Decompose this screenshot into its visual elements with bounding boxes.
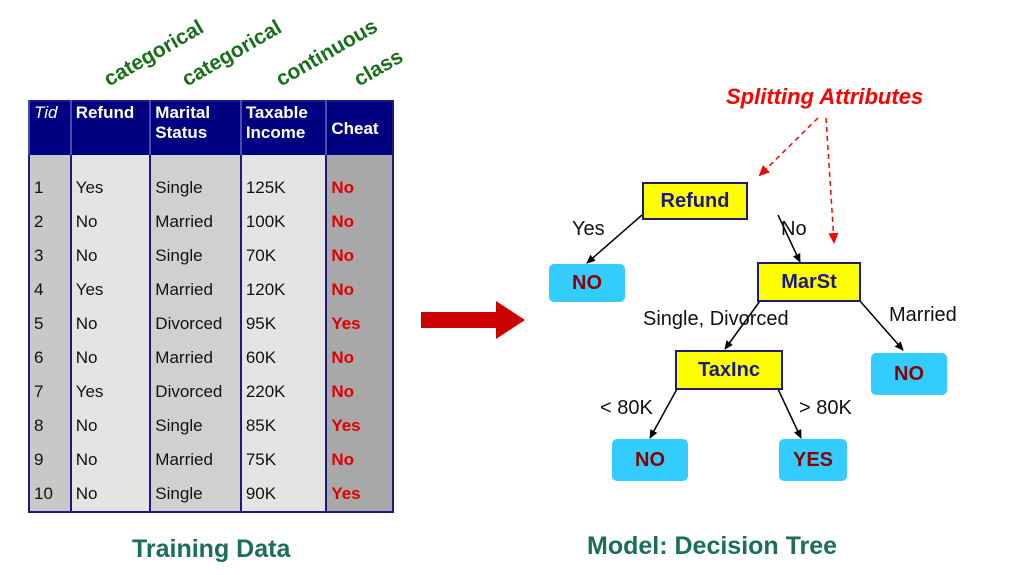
edge-label-refund-yes: Yes xyxy=(572,218,605,240)
table-cell: 9 xyxy=(28,443,71,477)
table-cell: 220K xyxy=(239,375,327,409)
table-cell: Yes xyxy=(69,273,151,307)
table-cell: No xyxy=(69,307,151,341)
table-cell: No xyxy=(325,273,393,307)
table-cell: No xyxy=(325,341,393,375)
table-cell: 70K xyxy=(239,239,327,273)
edge-taxinc-gt xyxy=(777,388,802,439)
node-marst: MarSt xyxy=(757,262,861,302)
table-cell: No xyxy=(325,171,393,205)
table-cell: 8 xyxy=(28,409,71,443)
table-cell: No xyxy=(69,477,151,512)
table-cell: No xyxy=(69,341,151,375)
header-cheat: Cheat xyxy=(325,101,393,155)
table-cell: No xyxy=(325,375,393,409)
leaf-no-married: NO xyxy=(871,353,947,395)
table-cell: 2 xyxy=(28,205,71,239)
table-cell: Yes xyxy=(325,307,393,341)
edge-marst-single-divorced xyxy=(724,300,761,350)
table-cell: Yes xyxy=(325,477,393,512)
splitting-pointer-refund xyxy=(758,117,819,177)
table-cell: Yes xyxy=(69,171,151,205)
table-cell: 90K xyxy=(239,477,327,512)
leaf-yes-taxinc-gt: YES xyxy=(779,439,847,481)
table-cell: 3 xyxy=(28,239,71,273)
table-cell: No xyxy=(69,239,151,273)
table-cell: Married xyxy=(149,341,241,375)
edge-marst-married xyxy=(859,300,904,351)
header-refund: Refund xyxy=(69,101,151,155)
table-cell: 5 xyxy=(28,307,71,341)
header-tid: Tid xyxy=(28,101,71,155)
leaf-no-taxinc-lt: NO xyxy=(612,439,688,481)
leaf-no-refund-yes: NO xyxy=(549,264,625,302)
table-cell: Single xyxy=(149,409,241,443)
table-cell: No xyxy=(325,239,393,273)
table-cell: Divorced xyxy=(149,375,241,409)
table-cell: 6 xyxy=(28,341,71,375)
caption-training-data: Training Data xyxy=(132,535,291,563)
splitting-attributes-label: Splitting Attributes xyxy=(726,84,924,109)
table-cell: Married xyxy=(149,205,241,239)
table-cell: 125K xyxy=(239,171,327,205)
edge-refund-no xyxy=(777,214,801,263)
edge-label-marst-single-divorced: Single, Divorced xyxy=(643,308,789,330)
table-cell: Yes xyxy=(325,409,393,443)
edge-label-marst-married: Married xyxy=(889,304,957,326)
table-cell: 85K xyxy=(239,409,327,443)
table-cell: No xyxy=(69,409,151,443)
table-cell: No xyxy=(325,443,393,477)
edge-label-refund-no: No xyxy=(781,218,807,240)
table-cell: Single xyxy=(149,239,241,273)
edge-refund-yes xyxy=(586,214,643,264)
table-cell: Single xyxy=(149,477,241,512)
table-cell: Married xyxy=(149,273,241,307)
table-cell: No xyxy=(69,205,151,239)
right-arrow-icon xyxy=(421,301,525,339)
table-cell: No xyxy=(69,443,151,477)
caption-model-decision-tree: Model: Decision Tree xyxy=(587,532,838,560)
table-cell: 95K xyxy=(239,307,327,341)
table-cell: Single xyxy=(149,171,241,205)
table-cell: 60K xyxy=(239,341,327,375)
table-cell: 1 xyxy=(28,171,71,205)
table-cell: Divorced xyxy=(149,307,241,341)
table-cell: 7 xyxy=(28,375,71,409)
table-cell: 4 xyxy=(28,273,71,307)
edge-label-taxinc-lt: < 80K xyxy=(600,397,653,419)
table-cell: 100K xyxy=(239,205,327,239)
splitting-pointer-marst xyxy=(825,117,839,244)
table-cell: 10 xyxy=(28,477,71,512)
table-spacer-row xyxy=(28,155,393,171)
table-cell: 75K xyxy=(239,443,327,477)
edge-taxinc-lt xyxy=(649,388,678,439)
edge-label-taxinc-gt: > 80K xyxy=(799,397,852,419)
table-cell: No xyxy=(325,205,393,239)
table-cell: Yes xyxy=(69,375,151,409)
node-taxinc: TaxInc xyxy=(675,350,783,390)
table-cell: Married xyxy=(149,443,241,477)
table-cell: 120K xyxy=(239,273,327,307)
node-refund: Refund xyxy=(642,182,748,220)
